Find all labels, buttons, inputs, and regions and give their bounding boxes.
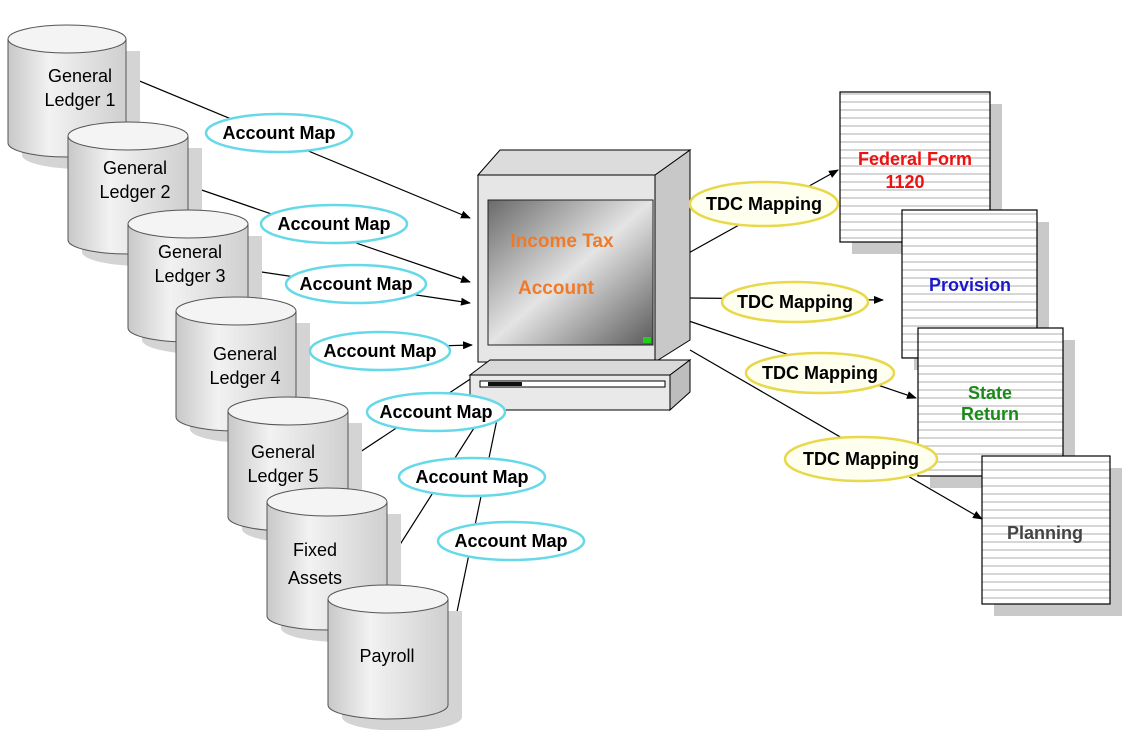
monitor-top	[476, 149, 692, 176]
tdc-mapping-ellipse	[783, 435, 939, 483]
source-label-line: Ledger 3	[154, 266, 225, 286]
tdc-mapping-ellipse	[688, 180, 840, 228]
output-label-line: Planning	[1007, 523, 1083, 543]
drive-indicator	[488, 382, 522, 386]
output-label-line: 1120	[885, 172, 924, 192]
source-label-line: General	[48, 66, 112, 86]
tdc-mapping-ellipse	[720, 280, 870, 324]
screen-text-line-2: Account	[518, 278, 595, 299]
document-page	[981, 455, 1111, 605]
source-label-line: General	[251, 442, 315, 462]
tdc-mapping-badge: TDC Mapping	[744, 351, 896, 395]
account-map-badge: Account Map	[259, 203, 409, 245]
cylinder-body	[327, 599, 449, 720]
source-label-line: Assets	[288, 568, 342, 588]
account-map-label: Account Map	[379, 402, 492, 422]
account-map-label: Account Map	[277, 214, 390, 234]
account-map-ellipse	[259, 203, 409, 245]
account-map-badge: Account Map	[397, 456, 547, 498]
account-map-ellipse	[365, 391, 507, 433]
document-page	[917, 327, 1064, 477]
source-label-line: Fixed	[293, 540, 337, 560]
account-map-label: Account Map	[415, 467, 528, 487]
account-map-badge: Account Map	[436, 520, 586, 562]
account-map-label: Account Map	[299, 274, 412, 294]
source-label-line: General	[158, 242, 222, 262]
cylinder-top	[327, 584, 449, 614]
database-cylinder: Payroll	[327, 584, 462, 730]
account-map-badge: Account Map	[308, 330, 452, 372]
source-label-line: General	[213, 344, 277, 364]
account-map-ellipse	[397, 456, 547, 498]
source-label-line: Ledger 5	[247, 466, 318, 486]
account-map-badge: Account Map	[204, 112, 354, 154]
account-map-label: Account Map	[323, 341, 436, 361]
screen-text-line-1: Income Tax	[510, 231, 614, 252]
account-map-badge: Account Map	[365, 391, 507, 433]
cylinder-top	[7, 24, 127, 54]
cylinder-top	[127, 209, 249, 239]
tdc-mapping-badge: TDC Mapping	[720, 280, 870, 324]
account-map-badge: Account Map	[284, 263, 428, 305]
tdc-mapping-ellipse	[744, 351, 896, 395]
source-label-line: Ledger 1	[44, 90, 115, 110]
tdc-mapping-badge: TDC Mapping	[688, 180, 840, 228]
computer-workstation: Income Tax Account	[468, 149, 692, 412]
drive-slot	[479, 380, 666, 388]
source-label-line: Ledger 4	[209, 368, 280, 388]
source-label-line: Payroll	[359, 646, 414, 666]
account-map-ellipse	[204, 112, 354, 154]
source-label-line: Ledger 2	[99, 182, 170, 202]
account-map-ellipse	[284, 263, 428, 305]
output-label-line: State	[968, 383, 1012, 403]
account-map-label: Account Map	[454, 531, 567, 551]
system-unit-top	[468, 359, 692, 376]
output-documents: Federal Form 1120ProvisionStateReturnPlan…	[839, 91, 1122, 616]
account-map-ellipse	[308, 330, 452, 372]
output-label-line: Federal Form	[858, 149, 972, 169]
cylinder-top	[266, 487, 388, 517]
cylinder-top	[67, 121, 189, 151]
monitor-side	[654, 149, 691, 363]
tdc-mapping-label: TDC Mapping	[762, 363, 878, 383]
cylinder-top	[175, 296, 297, 326]
account-map-ellipse	[436, 520, 586, 562]
power-led	[643, 337, 651, 343]
tdc-mapping-label: TDC Mapping	[803, 449, 919, 469]
monitor-screen	[487, 199, 654, 346]
source-label-line: General	[103, 158, 167, 178]
output-label-line: Return	[961, 404, 1019, 424]
output-label-line: Provision	[929, 275, 1011, 295]
account-map-label: Account Map	[222, 123, 335, 143]
output-connector-4	[689, 349, 983, 520]
cylinder-top	[227, 396, 349, 426]
tdc-mapping-label: TDC Mapping	[706, 194, 822, 214]
output-document: Planning	[981, 455, 1122, 616]
tdc-mapping-badge: TDC Mapping	[783, 435, 939, 483]
tdc-mapping-label: TDC Mapping	[737, 292, 853, 312]
